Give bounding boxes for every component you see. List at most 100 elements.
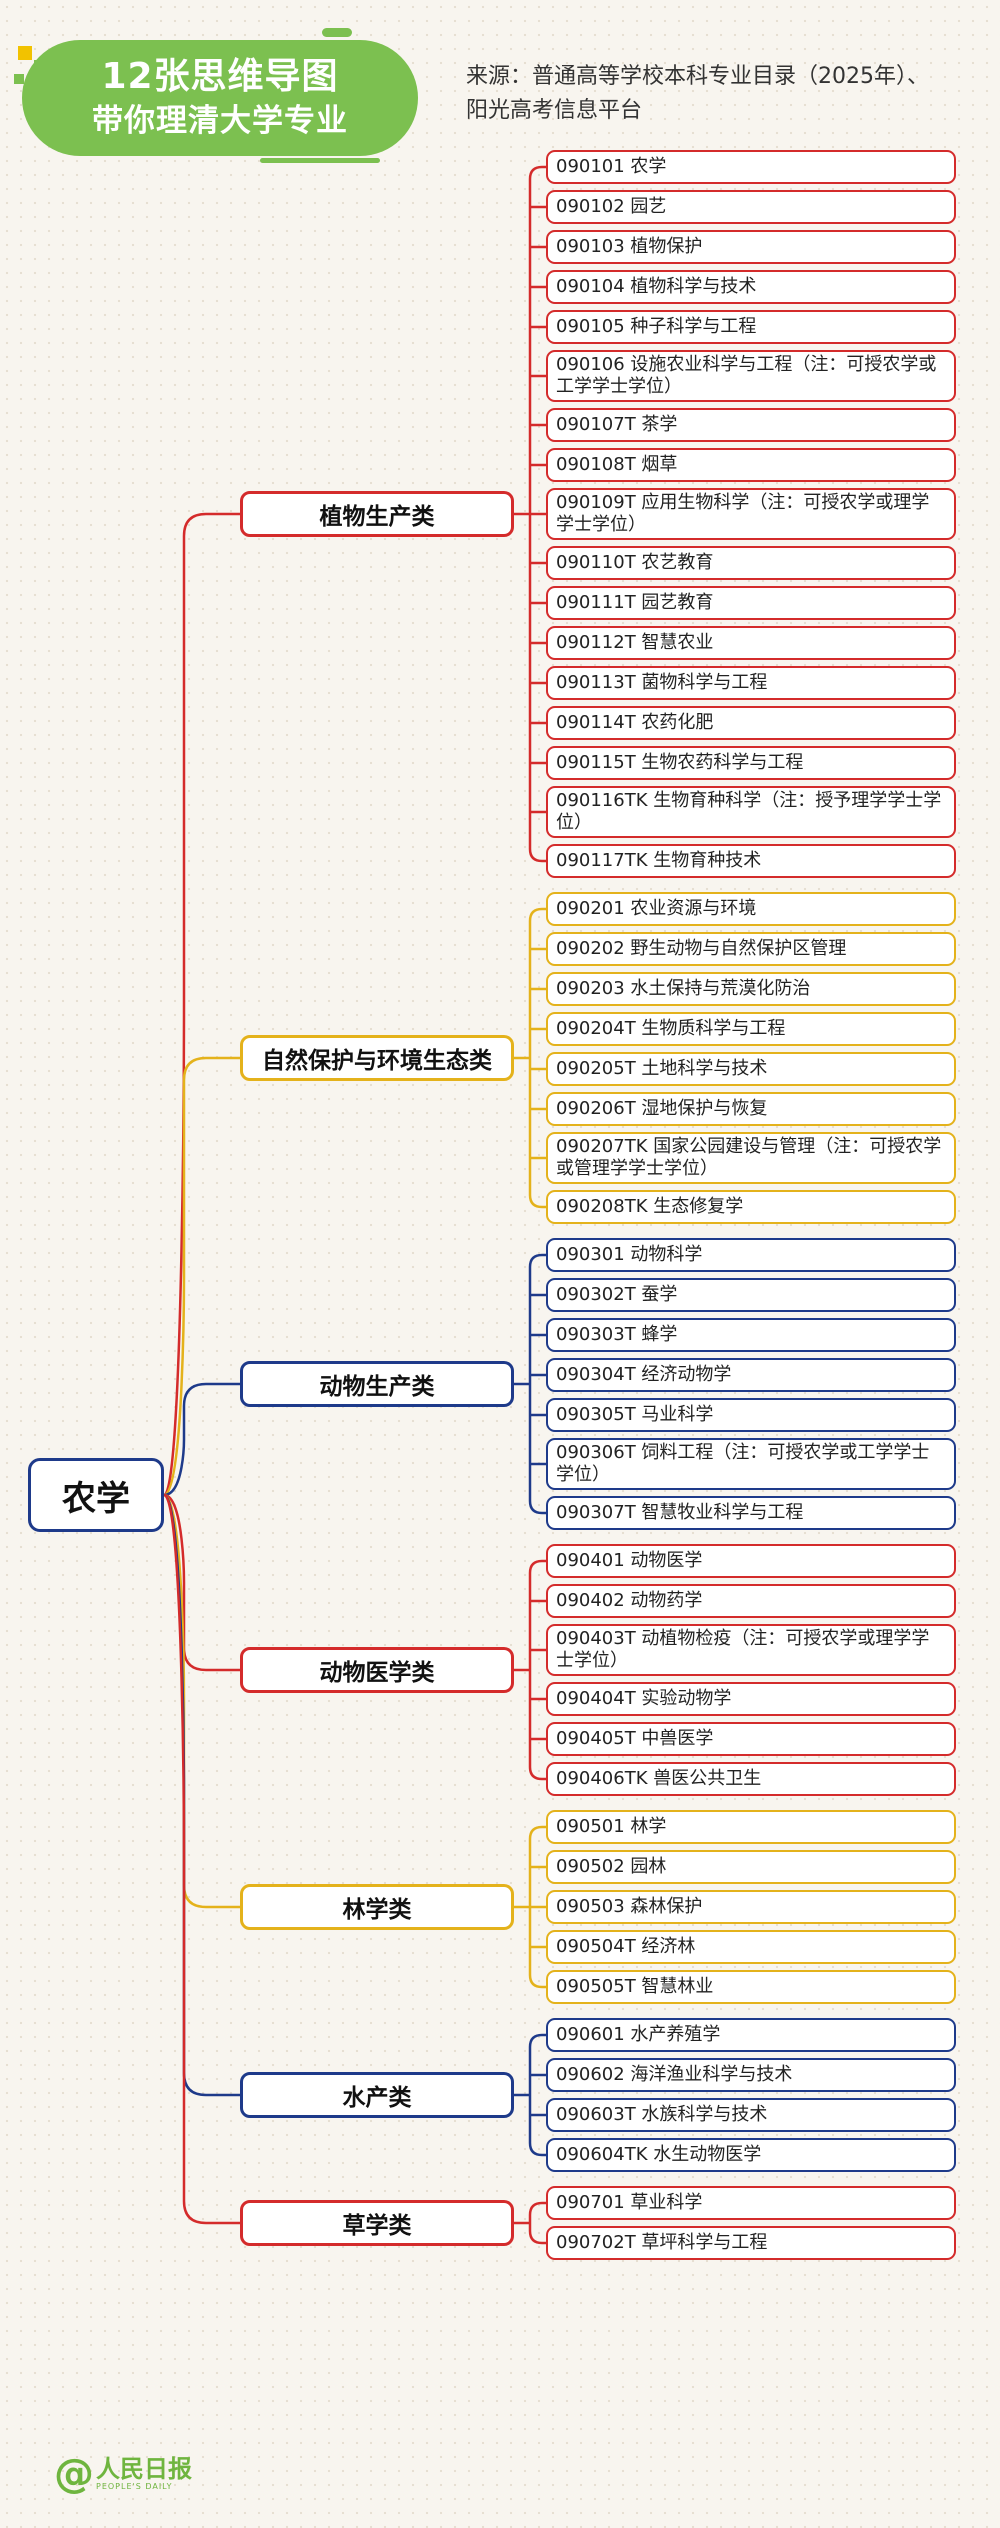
connector-line bbox=[163, 1493, 240, 1672]
connector-line bbox=[528, 1974, 546, 1989]
major-node: 090305T 马业科学 bbox=[546, 1398, 956, 1432]
major-label: 090101 农学 bbox=[556, 156, 667, 177]
major-node: 090117TK 生物育种技术 bbox=[546, 844, 956, 878]
major-node: 090406TK 兽医公共卫生 bbox=[546, 1762, 956, 1796]
major-node: 090111T 园艺教育 bbox=[546, 586, 956, 620]
major-label: 090405T 中兽医学 bbox=[556, 1728, 714, 1749]
connector-line bbox=[528, 848, 546, 863]
major-label: 090205T 土地科学与技术 bbox=[556, 1058, 768, 1079]
major-label: 090103 植物保护 bbox=[556, 236, 703, 257]
major-node: 090112T 智慧农业 bbox=[546, 626, 956, 660]
major-label: 090404T 实验动物学 bbox=[556, 1688, 732, 1709]
major-label: 090108T 烟草 bbox=[556, 454, 678, 475]
major-label: 090403T 动植物检疫（注：可授农学或理学学士学位） bbox=[556, 1628, 930, 1671]
major-label: 090110T 农艺教育 bbox=[556, 552, 714, 573]
connector-line bbox=[163, 1382, 240, 1497]
category-node: 草学类 bbox=[240, 2200, 514, 2246]
major-label: 090206T 湿地保护与恢复 bbox=[556, 1098, 768, 1119]
logo-cn: 人民日报 bbox=[96, 2455, 192, 2483]
major-node: 090205T 土地科学与技术 bbox=[546, 1052, 956, 1086]
major-label: 090113T 菌物科学与工程 bbox=[556, 672, 768, 693]
major-label: 090112T 智慧农业 bbox=[556, 632, 714, 653]
major-node: 090604TK 水生动物医学 bbox=[546, 2138, 956, 2172]
major-label: 090505T 智慧林业 bbox=[556, 1976, 714, 1997]
major-node: 090503 森林保护 bbox=[546, 1890, 956, 1924]
major-label: 090305T 马业科学 bbox=[556, 1404, 714, 1425]
title-line-2: 带你理清大学专业 bbox=[92, 103, 348, 139]
major-node: 090103 植物保护 bbox=[546, 230, 956, 264]
connector-line bbox=[528, 2142, 546, 2157]
major-node: 090116TK 生物育种科学（注：授予理学学士学位） bbox=[546, 786, 956, 838]
major-label: 090207TK 国家公园建设与管理（注：可授农学或管理学学士学位） bbox=[556, 1136, 942, 1179]
connector-line bbox=[162, 1493, 240, 2097]
category-node: 林学类 bbox=[240, 1884, 514, 1930]
major-label: 090603T 水族科学与技术 bbox=[556, 2104, 768, 2125]
major-label: 090302T 蚕学 bbox=[556, 1284, 678, 1305]
major-node: 090301 动物科学 bbox=[546, 1238, 956, 1272]
major-node: 090403T 动植物检疫（注：可授农学或理学学士学位） bbox=[546, 1624, 956, 1676]
major-label: 090204T 生物质科学与工程 bbox=[556, 1018, 786, 1039]
connector-line bbox=[163, 1056, 240, 1497]
connector-line bbox=[528, 907, 546, 922]
major-label: 090304T 经济动物学 bbox=[556, 1364, 732, 1385]
major-node: 090108T 烟草 bbox=[546, 448, 956, 482]
decor-bar bbox=[260, 158, 380, 163]
major-node: 090504T 经济林 bbox=[546, 1930, 956, 1964]
major-label: 090602 海洋渔业科学与技术 bbox=[556, 2064, 793, 2085]
major-node: 090203 水土保持与荒漠化防治 bbox=[546, 972, 956, 1006]
major-node: 090201 农业资源与环境 bbox=[546, 892, 956, 926]
major-node: 090115T 生物农药科学与工程 bbox=[546, 746, 956, 780]
major-node: 090114T 农药化肥 bbox=[546, 706, 956, 740]
major-node: 090602 海洋渔业科学与技术 bbox=[546, 2058, 956, 2092]
connector-line bbox=[162, 512, 240, 1497]
connector-line bbox=[528, 1500, 546, 1515]
major-label: 090502 园林 bbox=[556, 1856, 667, 1877]
major-node: 090501 林学 bbox=[546, 1810, 956, 1844]
major-node: 090401 动物医学 bbox=[546, 1544, 956, 1578]
major-node: 090702T 草坪科学与工程 bbox=[546, 2226, 956, 2260]
major-node: 090404T 实验动物学 bbox=[546, 1682, 956, 1716]
major-node: 090302T 蚕学 bbox=[546, 1278, 956, 1312]
connector-line bbox=[528, 1766, 546, 1781]
source-note: 来源：普通高等学校本科专业目录（2025年）、 阳光高考信息平台 bbox=[466, 60, 986, 128]
major-node: 090208TK 生态修复学 bbox=[546, 1190, 956, 1224]
source-line-2: 阳光高考信息平台 bbox=[466, 98, 643, 123]
major-label: 090115T 生物农药科学与工程 bbox=[556, 752, 804, 773]
major-node: 090603T 水族科学与技术 bbox=[546, 2098, 956, 2132]
title-line-1: 12张思维导图 bbox=[101, 56, 339, 97]
major-node: 090109T 应用生物科学（注：可授农学或理学学士学位） bbox=[546, 488, 956, 540]
major-label: 090604TK 水生动物医学 bbox=[556, 2144, 762, 2165]
major-label: 090504T 经济林 bbox=[556, 1936, 696, 1957]
major-node: 090110T 农艺教育 bbox=[546, 546, 956, 580]
major-label: 090306T 饲料工程（注：可授农学或工学学士学位） bbox=[556, 1442, 930, 1485]
major-node: 090204T 生物质科学与工程 bbox=[546, 1012, 956, 1046]
major-label: 090307T 智慧牧业科学与工程 bbox=[556, 1502, 804, 1523]
title-banner: 12张思维导图 带你理清大学专业 bbox=[22, 40, 418, 156]
logo-at-icon: @ bbox=[54, 2451, 94, 2497]
major-node: 090206T 湿地保护与恢复 bbox=[546, 1092, 956, 1126]
major-node: 090502 园林 bbox=[546, 1850, 956, 1884]
major-node: 090113T 菌物科学与工程 bbox=[546, 666, 956, 700]
connector-line bbox=[528, 2033, 546, 2048]
major-label: 090201 农业资源与环境 bbox=[556, 898, 757, 919]
category-node: 自然保护与环境生态类 bbox=[240, 1035, 514, 1081]
connector-line bbox=[528, 165, 546, 180]
major-node: 090102 园艺 bbox=[546, 190, 956, 224]
connector-line bbox=[528, 2230, 546, 2245]
major-label: 090106 设施农业科学与工程（注：可授农学或工学学士学位） bbox=[556, 354, 937, 397]
peoples-daily-logo: @ 人民日报 PEOPLE'S DAILY bbox=[54, 2446, 192, 2502]
major-node: 090304T 经济动物学 bbox=[546, 1358, 956, 1392]
category-node: 植物生产类 bbox=[240, 491, 514, 537]
major-node: 090202 野生动物与自然保护区管理 bbox=[546, 932, 956, 966]
major-node: 090306T 饲料工程（注：可授农学或工学学士学位） bbox=[546, 1438, 956, 1490]
major-node: 090101 农学 bbox=[546, 150, 956, 184]
major-label: 090203 水土保持与荒漠化防治 bbox=[556, 978, 811, 999]
major-node: 090307T 智慧牧业科学与工程 bbox=[546, 1496, 956, 1530]
major-node: 090402 动物药学 bbox=[546, 1584, 956, 1618]
major-label: 090406TK 兽医公共卫生 bbox=[556, 1768, 762, 1789]
major-label: 090301 动物科学 bbox=[556, 1244, 703, 1265]
major-label: 090402 动物药学 bbox=[556, 1590, 703, 1611]
connector-line bbox=[528, 1194, 546, 1209]
major-label: 090601 水产养殖学 bbox=[556, 2024, 721, 2045]
